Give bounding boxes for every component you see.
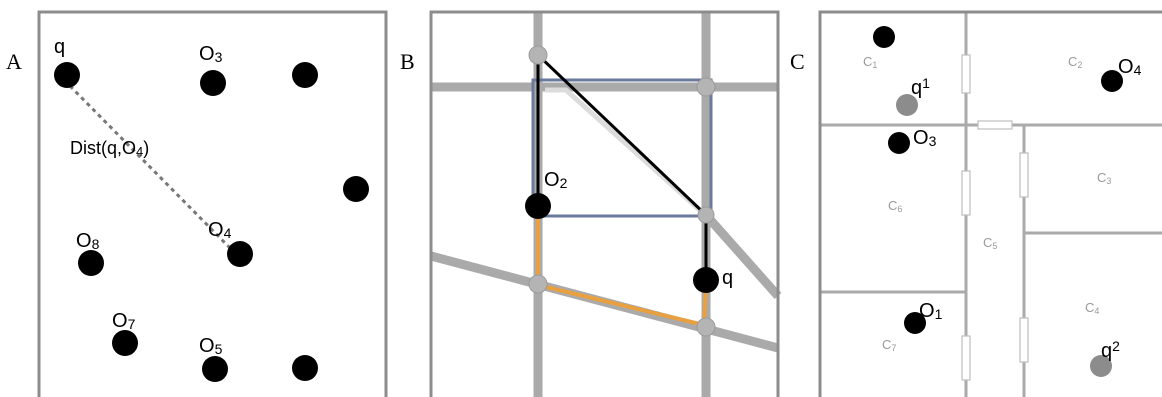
road-node-right: [697, 206, 715, 224]
cell-label-c5: C5: [983, 235, 997, 251]
cell-label-c6: C6: [888, 198, 902, 214]
road-node-top-right: [696, 77, 716, 97]
object-o4-indoor: [1101, 70, 1123, 92]
query-point-q2: [1090, 355, 1112, 377]
cell-label-c2: C2: [1068, 54, 1082, 70]
object-o4: [227, 241, 253, 267]
query-label-q1: q1: [911, 75, 930, 99]
panel-c-letter: C: [790, 49, 805, 74]
panel-c-frame: [818, 10, 1162, 397]
object-label-o5: O5: [199, 335, 223, 357]
object-label-o3: O3: [199, 43, 223, 65]
distance-line: [68, 84, 234, 252]
door-c2-c5: [977, 120, 1013, 130]
object-label-o2: O2: [544, 169, 568, 191]
panel-b: B O2 q: [400, 10, 782, 397]
distance-label: Dist(q,O4): [70, 138, 149, 159]
query-label: q: [54, 36, 65, 58]
panel-a-letter: A: [6, 49, 22, 74]
object-o5: [202, 356, 228, 382]
panel-a: A q O3 O4 O8 O7 O5 Dist(q,O4): [6, 10, 388, 397]
object-o8: [78, 250, 104, 276]
object-o1-indoor: [904, 312, 926, 334]
object-label-o4-indoor: O4: [1118, 56, 1142, 78]
panel-b-letter: B: [400, 49, 415, 74]
panel-c: C C1 C2 C3 C4 C5 C6 C7 O4 O3 O1 q1: [790, 10, 1162, 397]
panel-b-frame: [429, 10, 780, 397]
object-o3-indoor: [888, 132, 910, 154]
door-c7-c5: [961, 335, 971, 381]
shortest-path: [536, 51, 708, 278]
object-unlabeled-3: [292, 355, 318, 381]
object-label-o4: O4: [208, 219, 232, 241]
panel-a-frame: [37, 10, 388, 397]
cell-label-c4: C4: [1085, 300, 1099, 316]
cell-label-c7: C7: [882, 337, 896, 353]
alternative-path: [536, 206, 708, 328]
object-unlabeled-2: [343, 176, 369, 202]
cell-label-c1: C1: [863, 54, 877, 70]
road-node-top: [528, 45, 548, 65]
object-label-o1-indoor: O1: [919, 300, 943, 322]
door-c5-c4: [1019, 317, 1029, 363]
cell-label-c3: C3: [1097, 170, 1111, 186]
door-c1-c2: [961, 54, 971, 94]
query-point-q-network: [693, 267, 719, 293]
object-label-o3-indoor: O3: [913, 127, 937, 149]
query-label-network: q: [722, 267, 733, 289]
road-diagonal-right: [702, 212, 782, 299]
object-label-o8: O8: [76, 230, 100, 252]
object-o3: [200, 70, 226, 96]
object-unlabeled-c1: [873, 26, 895, 48]
door-c6-c5: [961, 170, 971, 216]
object-unlabeled-1: [292, 62, 318, 88]
object-label-o7: O7: [112, 310, 136, 332]
query-point-q: [54, 62, 80, 88]
object-o7: [112, 330, 138, 356]
road-node-bottom-right: [696, 317, 716, 337]
euclidean-bound-path: [545, 87, 705, 215]
object-o2: [525, 193, 551, 219]
search-box: [531, 78, 713, 218]
query-label-q2: q2: [1101, 338, 1120, 362]
door-c5-c3: [1019, 152, 1029, 198]
query-point-q1: [896, 94, 918, 116]
road-node-bottom-left: [528, 274, 548, 294]
